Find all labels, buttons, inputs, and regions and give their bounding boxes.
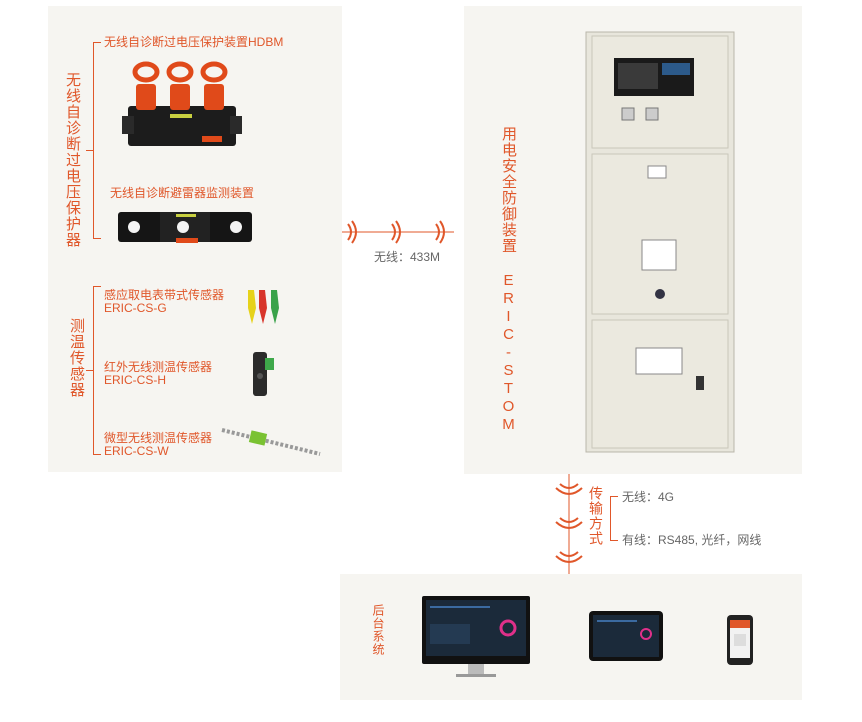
sensor-g-model: ERIC-CS-G <box>104 301 167 315</box>
group1-bracket-mid <box>86 150 94 151</box>
sensor-h-name: 红外无线测温传感器 <box>104 360 213 374</box>
cabinet-title: 用电安全防御装置 ERIC-STOM <box>500 126 517 434</box>
sensor-w-model: ERIC-CS-W <box>104 444 169 458</box>
group2-bracket-top <box>93 286 101 287</box>
sensor-g-name: 感应取电表带式传感器 <box>104 288 225 302</box>
group2-bracket-bottom <box>93 454 101 455</box>
transmission-wireless: 无线：4G <box>622 490 675 504</box>
clip-sensor-icon <box>244 288 284 328</box>
group1-title: 无线自诊断过电压保护器 <box>64 72 81 248</box>
group2-title: 测温传感器 <box>68 318 85 398</box>
arrester-monitor-label: 无线自诊断避雷器监测装置 <box>110 186 255 200</box>
transmission-title: 传输方式 <box>588 486 604 546</box>
infrared-sensor-icon <box>249 350 277 398</box>
hdbm-label: 无线自诊断过电压保护装置HDBM <box>104 35 284 49</box>
tablet-icon <box>588 610 664 662</box>
phone-icon <box>726 614 754 666</box>
backend-title: 后台系统 <box>371 604 385 656</box>
micro-sensor-icon <box>220 424 324 458</box>
sensor-h-model: ERIC-CS-H <box>104 373 166 387</box>
sensor-w-name: 微型无线测温传感器 <box>104 431 213 445</box>
group2-bracket-mid <box>86 370 94 371</box>
transmission-bracket <box>610 496 611 540</box>
group1-bracket <box>93 42 94 238</box>
wireless-433-label: 无线：433M <box>374 250 441 264</box>
desktop-monitor-icon <box>420 594 532 680</box>
signal-waves-icon <box>552 474 586 574</box>
group1-bracket-bottom <box>93 238 101 239</box>
group1-bracket-top <box>93 42 101 43</box>
wireless-waves-icon <box>342 218 454 246</box>
switchgear-cabinet-icon <box>584 30 736 454</box>
transmission-bracket-top <box>610 496 618 497</box>
arrester-monitor-icon <box>118 208 252 248</box>
transmission-bracket-bottom <box>610 540 618 541</box>
transmission-wired: 有线：RS485, 光纤，网线 <box>622 533 762 547</box>
surge-protector-icon <box>122 56 242 154</box>
backend-panel <box>340 574 802 700</box>
